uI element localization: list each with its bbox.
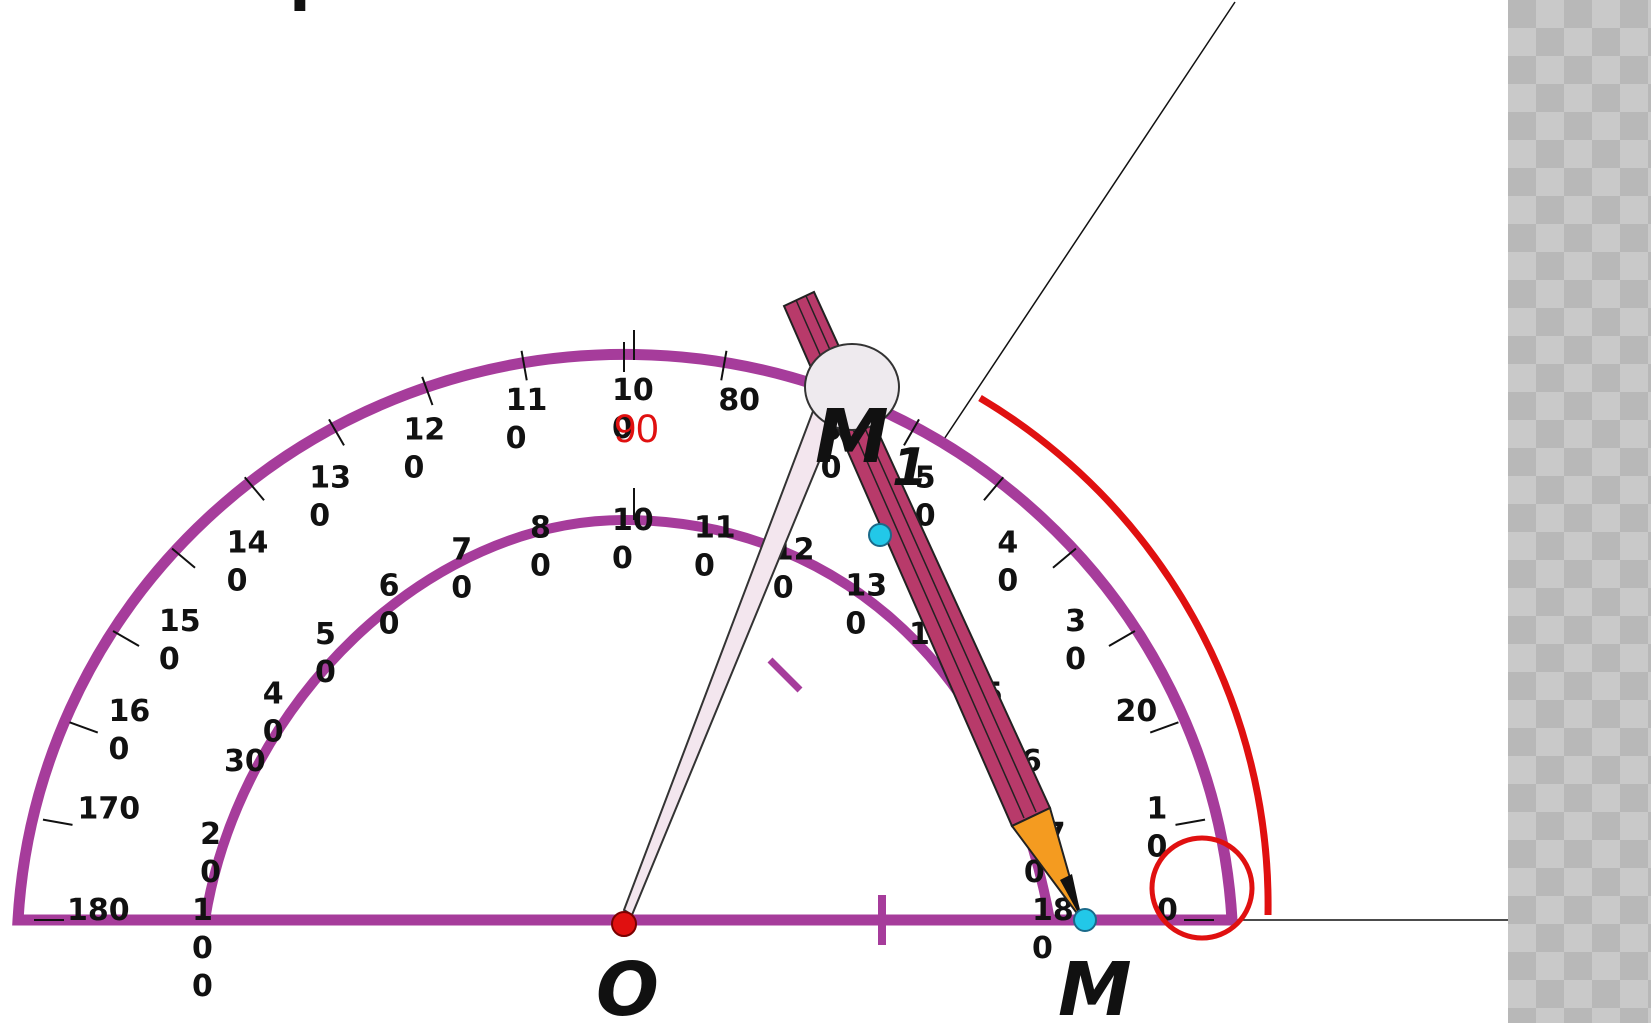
scale-tick (1149, 721, 1179, 734)
center-point (611, 911, 637, 937)
title-text: гол поворота 60° (0, 0, 593, 13)
radius-tick (767, 657, 803, 693)
scale-tick (243, 476, 265, 501)
point-m (1073, 908, 1097, 932)
scale-tick (1108, 630, 1136, 647)
scale-tick (1175, 818, 1206, 826)
protractor-outer (12, 348, 1238, 926)
inner-scale-number: 30 (224, 744, 266, 779)
scale-tick (520, 350, 528, 381)
label-m1: M (815, 394, 889, 480)
outer-scale-number: 170 (77, 792, 140, 827)
label-o: O (596, 947, 659, 1023)
outer-scale-number: 180 (67, 893, 130, 928)
point-m1 (868, 523, 892, 547)
outer-scale-number: 20 (1116, 694, 1158, 729)
label-m: M (1058, 947, 1132, 1023)
zero-circle (1149, 835, 1255, 941)
compass-hinge (804, 343, 900, 431)
scale-tick (112, 630, 140, 647)
rotation-arc (978, 394, 1272, 916)
label-90: 90 (614, 407, 659, 451)
label-m1-sub: 1 (892, 438, 928, 498)
outer-scale-number: 80 (718, 383, 760, 418)
scale-tick (1052, 547, 1077, 569)
scale-tick (69, 721, 99, 734)
scale-tick (171, 547, 196, 569)
scale-tick (42, 818, 73, 826)
scale-tick (720, 350, 728, 381)
scale-tick (421, 376, 434, 406)
scale-tick (903, 418, 920, 446)
scale-tick (328, 418, 345, 446)
side-panel (1508, 0, 1651, 1023)
scale-tick (983, 476, 1005, 501)
